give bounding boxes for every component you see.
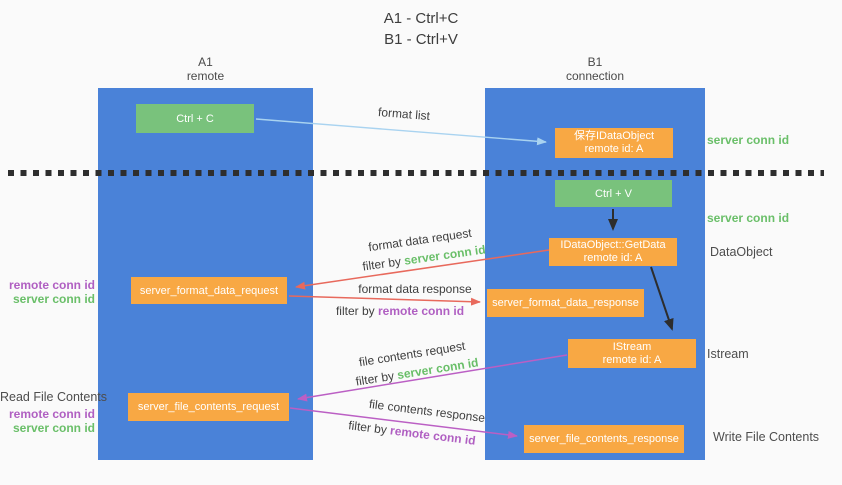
session-divider-dotted-line (8, 170, 824, 176)
label-filter-by-remote-conn-id-1: filter by remote conn id (336, 304, 464, 318)
remote-conn-id-text: remote conn id (389, 423, 477, 448)
server-conn-id-text: server conn id (12, 292, 95, 306)
column-b1-subtitle: connection (565, 69, 625, 83)
title-line-b1: B1 - Ctrl+V (384, 31, 458, 48)
remote-conn-id-text: remote conn id (8, 407, 95, 421)
server-conn-id-text: server conn id (12, 421, 95, 435)
label-filter-by-remote-conn-id-2: filter by remote conn id (348, 418, 477, 448)
label-write-file-contents: Write File Contents (713, 430, 820, 444)
node-server-file-contents-request: server_file_contents_request (128, 393, 289, 421)
remote-conn-id-text: remote conn id (8, 278, 95, 292)
node-save-idataobject-line2: remote id: A (584, 143, 644, 155)
node-save-idataobject: 保存IDataObject remote id: A (555, 128, 673, 158)
label-conn-ids-left-bottom: remote conn id server conn id (0, 407, 95, 435)
label-istream-right: Istream (707, 347, 749, 361)
node-server-format-data-request: server_format_data_request (131, 277, 287, 304)
column-header-b1: B1 connection (485, 55, 705, 83)
diagram-title: A1 - Ctrl+C B1 - Ctrl+V (0, 8, 842, 50)
filter-by-text: filter by (354, 368, 396, 389)
column-b1-name: B1 (587, 55, 603, 69)
label-read-file-contents: Read File Contents (0, 390, 108, 404)
node-server-file-contents-response: server_file_contents_response (524, 425, 684, 453)
column-header-a1: A1 remote (98, 55, 313, 83)
column-a1-subtitle: remote (186, 69, 225, 83)
title-line-a1: A1 - Ctrl+C (383, 10, 459, 27)
format-data-response-arrow (288, 295, 481, 306)
node-idataobject-getdata-line1: IDataObject::GetData (560, 239, 666, 251)
filter-by-text: filter by (347, 418, 388, 437)
filter-by-text: filter by (361, 254, 402, 274)
node-idataobject-getdata: IDataObject::GetData remote id: A (549, 238, 677, 266)
node-istream-line2: remote id: A (602, 353, 662, 366)
node-server-format-data-response: server_format_data_response (487, 289, 644, 317)
filter-by-text: filter by (335, 304, 375, 318)
node-ctrl-c: Ctrl + C (136, 104, 254, 133)
node-idataobject-getdata-line2: remote id: A (583, 252, 643, 264)
label-format-list: format list (377, 104, 431, 124)
label-file-contents-response: file contents response (368, 396, 486, 426)
node-istream: IStream remote id: A (568, 339, 696, 368)
node-ctrl-v: Ctrl + V (555, 180, 672, 207)
label-conn-ids-left-top: remote conn id server conn id (0, 278, 95, 306)
node-save-idataobject-line1: 保存IDataObject (573, 130, 655, 142)
node-istream-line1: IStream (612, 340, 652, 353)
column-a1-name: A1 (198, 55, 213, 69)
label-server-conn-id-right-top: server conn id (707, 133, 790, 147)
remote-conn-id-text: remote conn id (378, 304, 465, 318)
label-dataobject: DataObject (710, 245, 773, 259)
label-server-conn-id-right-mid: server conn id (707, 211, 790, 225)
label-format-data-response: format data response (358, 282, 472, 296)
